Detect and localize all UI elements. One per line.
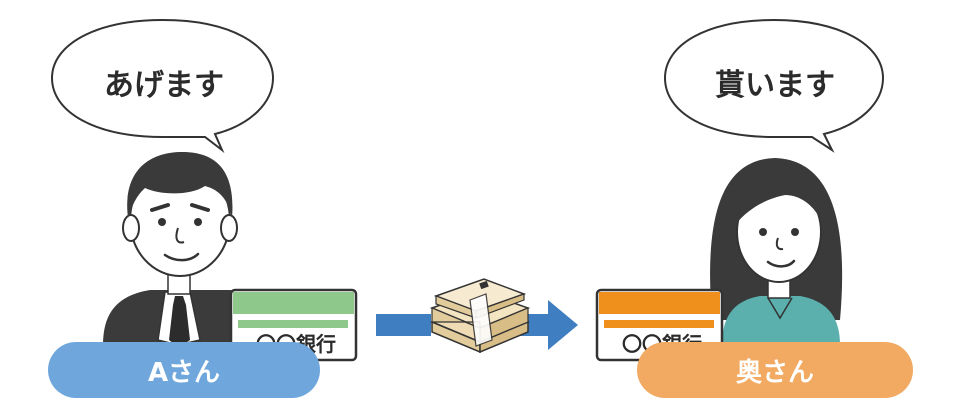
woman-icon — [710, 158, 843, 345]
left-speech-text: あげます — [104, 68, 224, 103]
right-name-label: 奥さん — [637, 342, 913, 398]
cash-bundle-icon — [429, 278, 531, 354]
left-name-label: Aさん — [48, 342, 320, 398]
left-name-label-text: Aさん — [147, 357, 221, 388]
left-speech-bubble — [50, 18, 275, 154]
right-name-label-text: 奥さん — [735, 357, 814, 388]
right-speech-bubble — [663, 18, 885, 153]
right-bankbook-icon — [595, 288, 724, 362]
right-speech-text: 貰います — [715, 68, 835, 103]
